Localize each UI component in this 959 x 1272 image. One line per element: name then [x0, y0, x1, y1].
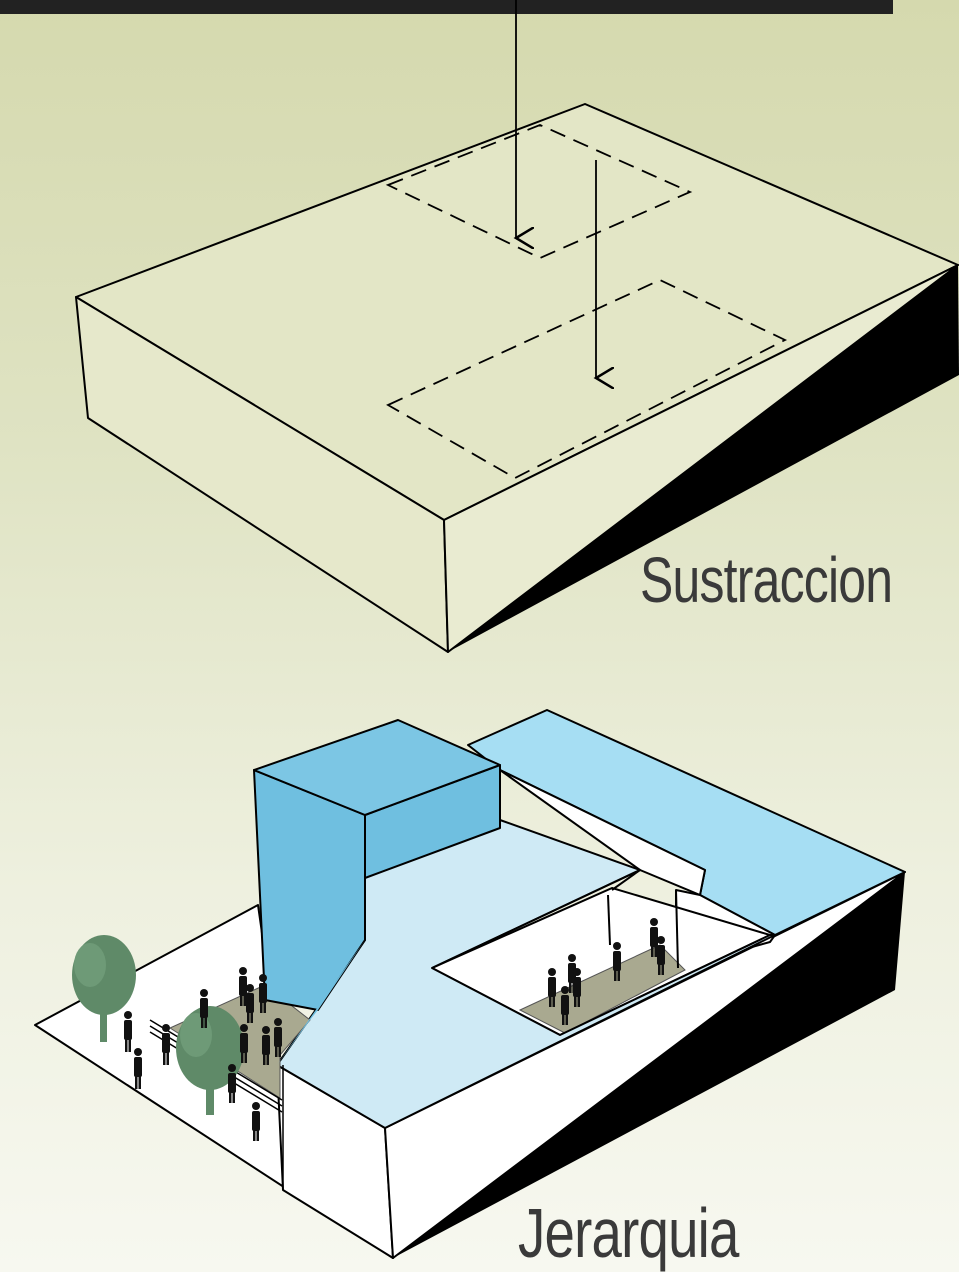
subtraction-diagram	[75, 0, 959, 653]
person-figure-icon	[200, 989, 208, 1028]
block-front-face	[443, 264, 959, 653]
person-figure-icon	[650, 918, 658, 957]
column	[607, 894, 611, 946]
person-figure-icon	[548, 968, 556, 1007]
person-figure-icon	[162, 1024, 170, 1065]
tree-icon	[176, 1006, 244, 1115]
person-figure-icon	[228, 1064, 236, 1103]
person-figure-icon	[124, 1011, 132, 1052]
person-figure-icon	[262, 1026, 270, 1065]
person-figure-icon	[239, 967, 247, 1006]
person-figure-icon	[274, 1018, 282, 1057]
column	[675, 889, 679, 969]
person-figure-icon	[240, 1024, 248, 1063]
person-figure-icon	[613, 942, 621, 981]
person-figure-icon	[246, 984, 254, 1023]
tree-icon	[72, 935, 136, 1042]
person-figure-icon	[134, 1048, 142, 1089]
top-bar	[0, 0, 893, 14]
hierarchy-diagram	[34, 709, 906, 1259]
hierarchy-label: Jerarquia	[518, 1194, 739, 1272]
tower-top	[253, 719, 501, 816]
person-figure-icon	[657, 936, 665, 975]
person-figure-icon	[561, 986, 569, 1025]
dashed-void-lower	[386, 279, 788, 480]
courtyard-edge	[431, 869, 641, 969]
subtraction-label: Sustraccion	[640, 544, 893, 616]
person-figure-icon	[573, 968, 581, 1007]
person-figure-icon	[259, 974, 267, 1013]
people-group	[124, 918, 665, 1141]
dashed-void-upper	[385, 124, 693, 259]
person-figure-icon	[252, 1102, 260, 1141]
